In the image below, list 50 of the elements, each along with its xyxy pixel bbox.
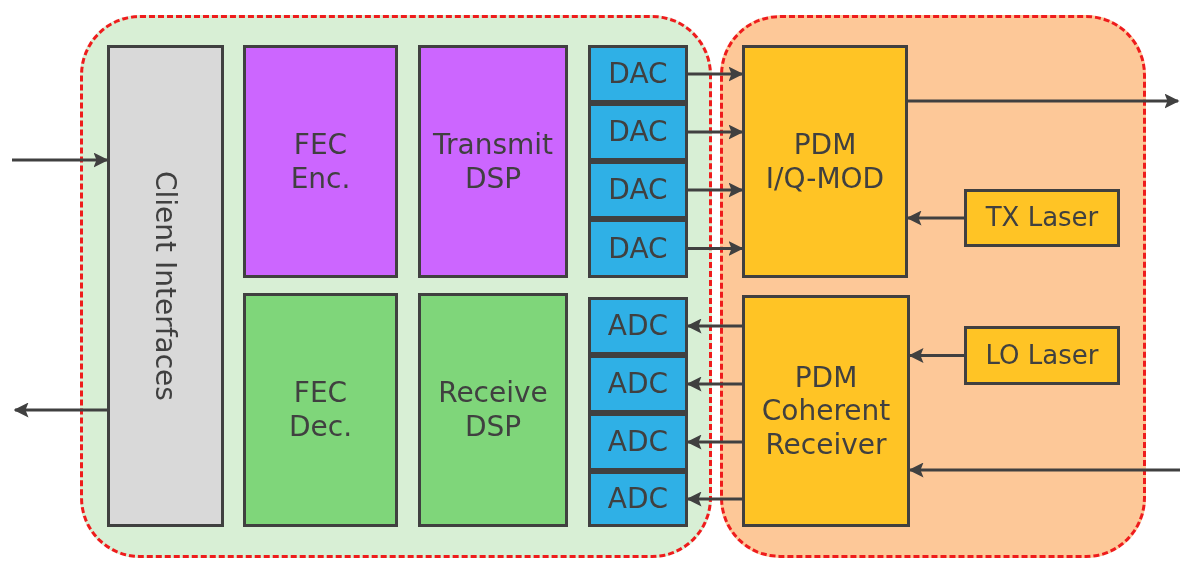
laser-block <box>964 189 1120 247</box>
block-label: LO Laser <box>985 339 1099 372</box>
arrow <box>12 152 109 168</box>
block-label: ADC <box>607 309 669 343</box>
block-label: DAC <box>608 173 668 207</box>
arrow <box>686 376 742 392</box>
arrow <box>688 66 744 82</box>
arrow <box>906 210 964 226</box>
block-label: ADC <box>607 367 669 401</box>
interface-block <box>107 45 224 527</box>
arrow <box>688 182 744 198</box>
block-label: DAC <box>608 115 668 149</box>
converter-block <box>588 471 688 527</box>
block-label: ADC <box>607 425 669 459</box>
processing-block <box>243 293 398 527</box>
block-label: Receive DSP <box>438 376 548 444</box>
optical-block <box>742 45 908 278</box>
arrow <box>688 124 744 140</box>
converter-block <box>588 219 688 278</box>
converter-block <box>588 45 688 103</box>
block-label: ADC <box>607 482 669 516</box>
block-label: DAC <box>608 231 668 266</box>
region-background <box>720 15 1146 558</box>
arrow <box>908 462 1180 478</box>
block-label: PDM Coherent Receiver <box>761 360 891 462</box>
arrow <box>908 93 1180 109</box>
converter-block <box>588 103 688 161</box>
block-label: Client Interfaces <box>148 171 183 401</box>
converter-block <box>588 355 688 413</box>
region-background <box>80 15 712 558</box>
arrow <box>686 434 742 450</box>
converter-block <box>588 413 688 471</box>
arrow <box>13 402 107 418</box>
block-label: TX Laser <box>985 202 1099 234</box>
converter-block <box>588 297 688 355</box>
block-label: FEC Dec. <box>288 376 353 444</box>
arrow <box>686 491 742 507</box>
block-label: Transmit DSP <box>433 127 553 196</box>
optical-block <box>742 295 910 527</box>
arrow <box>686 318 742 334</box>
block-label: DAC <box>608 57 668 91</box>
laser-block <box>964 326 1120 385</box>
processing-block <box>243 45 398 278</box>
processing-block <box>418 293 568 527</box>
arrow <box>688 241 744 256</box>
arrow <box>908 348 964 363</box>
processing-block <box>418 45 568 278</box>
converter-block <box>588 161 688 219</box>
block-label: PDM I/Q-MOD <box>765 127 885 196</box>
block-label: FEC Enc. <box>290 127 351 196</box>
